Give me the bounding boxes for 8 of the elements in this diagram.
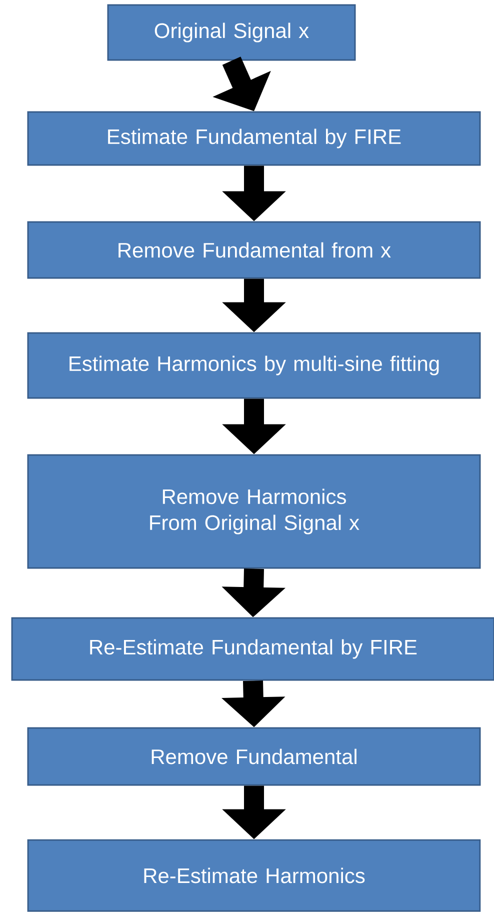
process-box: Original Signal x — [107, 4, 356, 61]
process-box: Re-Estimate Fundamental by FIRE — [11, 617, 494, 681]
process-box: Re-Estimate Harmonics — [27, 839, 481, 912]
process-box: Estimate Fundamental by FIRE — [27, 111, 481, 166]
process-box: Estimate Harmonics by multi-sine fitting — [27, 332, 481, 399]
process-box: Remove Harmonics From Original Signal x — [27, 454, 481, 569]
process-box: Remove Fundamental from x — [27, 221, 481, 279]
process-box: Remove Fundamental — [27, 727, 481, 786]
